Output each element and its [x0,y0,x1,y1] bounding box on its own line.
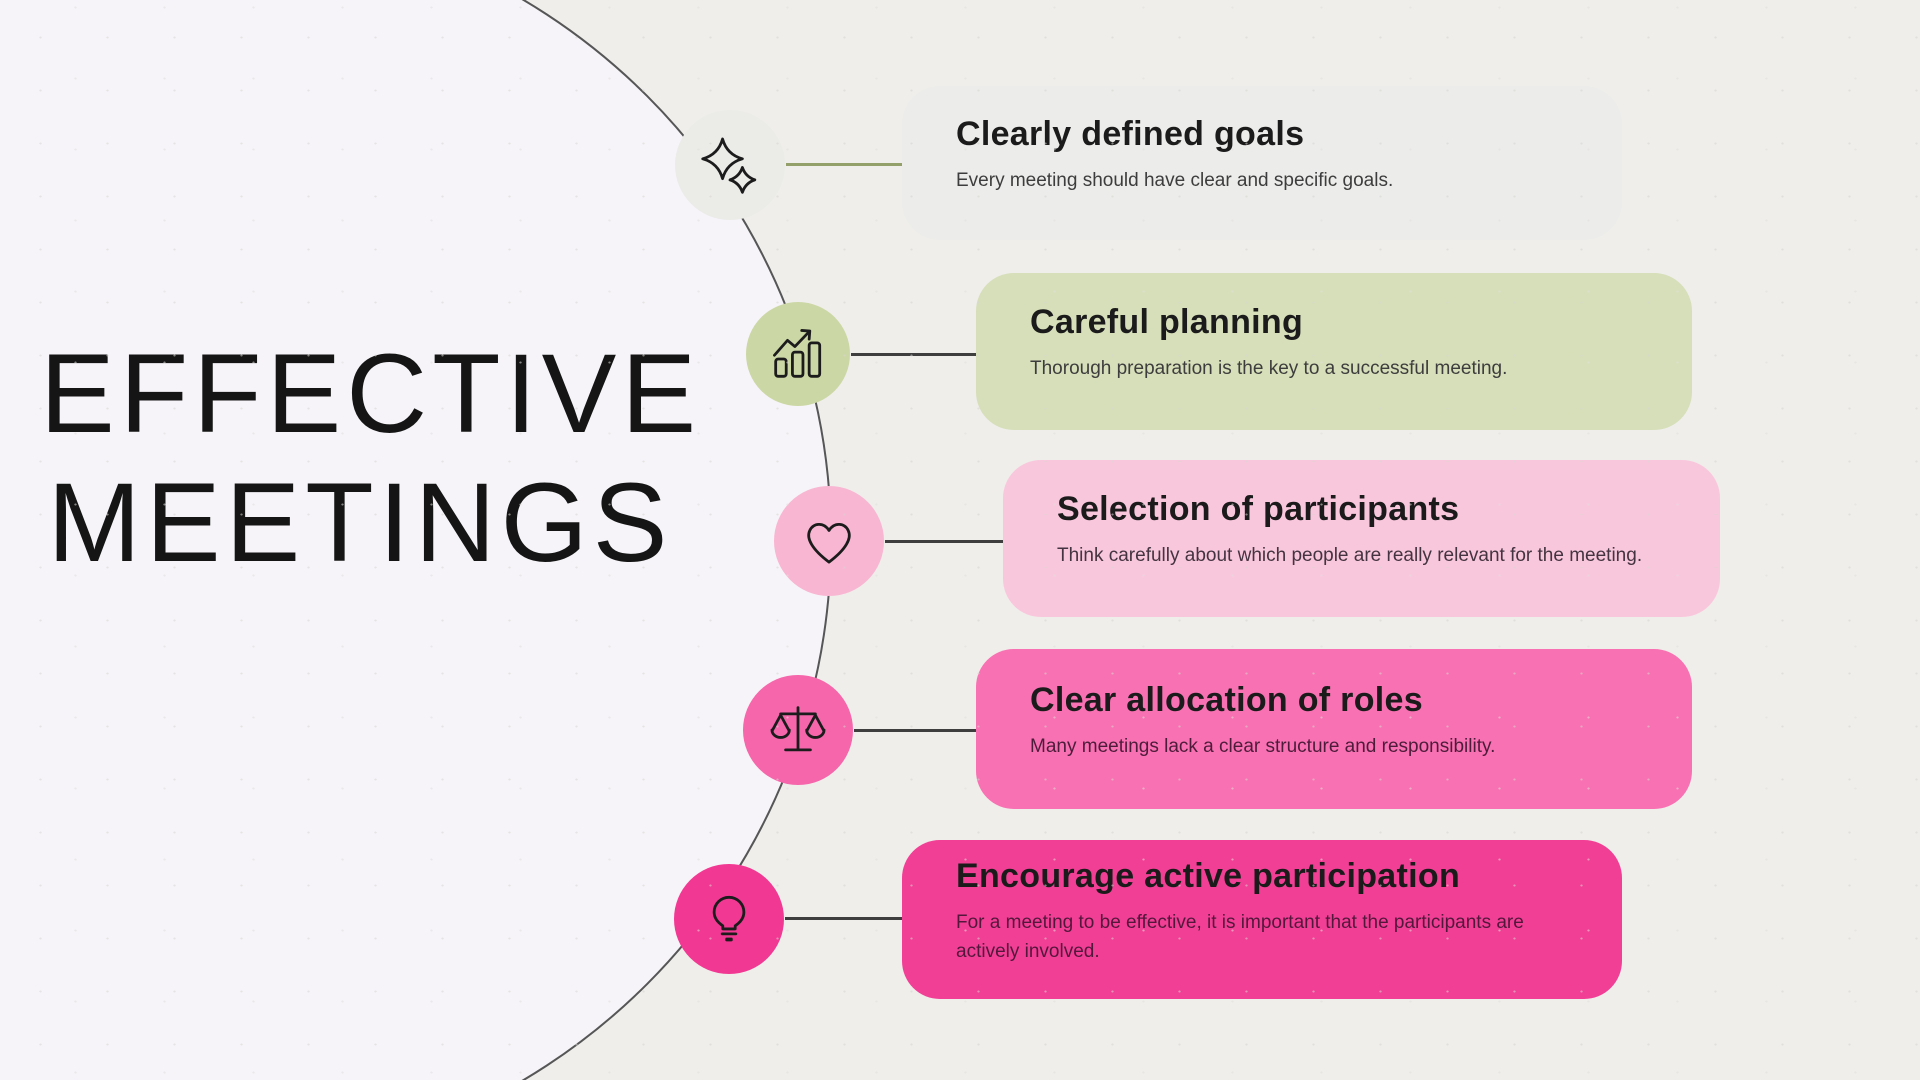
card-heading: Clear allocation of roles [1030,680,1423,719]
lightbulb-icon [698,888,760,950]
card-heading: Encourage active participation [956,857,1461,895]
item-icon-circle [774,486,884,596]
info-card: Clearly defined goals Every meeting shou… [902,86,1622,240]
connector-line [786,163,904,166]
card-description: For a meeting to be effective, it is imp… [956,912,1524,962]
item-icon-circle [746,302,850,406]
connector-line [885,540,1005,543]
card-heading: Careful planning [1030,303,1304,342]
connector-line [854,729,978,732]
info-card: Clear allocation of roles Many meetings … [976,649,1692,809]
card-description: Many meetings lack a clear structure and… [1030,735,1496,757]
card-heading: Selection of participants [1057,490,1460,529]
page-title-line2: MEETINGS [47,459,673,585]
card-heading: Clearly defined goals [956,114,1305,153]
growth-chart-icon [767,323,829,385]
connector-line [785,917,904,920]
item-icon-circle [674,864,784,974]
page-title: EFFECTIVE MEETINGS [40,330,702,588]
page-title-line1: EFFECTIVE [40,331,702,456]
sparkles-icon [699,134,761,196]
scales-icon [767,699,829,761]
connector-line [851,353,978,356]
info-card: Encourage active participation For a mee… [902,840,1622,999]
card-description: Thorough preparation is the key to a suc… [1030,358,1508,380]
item-icon-circle [675,110,785,220]
heart-icon [798,510,860,572]
card-description: Every meeting should have clear and spec… [956,169,1394,191]
info-card: Careful planning Thorough preparation is… [976,273,1692,430]
item-icon-circle [743,675,853,785]
card-description: Think carefully about which people are r… [1057,545,1643,567]
info-card: Selection of participants Think carefull… [1003,460,1720,617]
